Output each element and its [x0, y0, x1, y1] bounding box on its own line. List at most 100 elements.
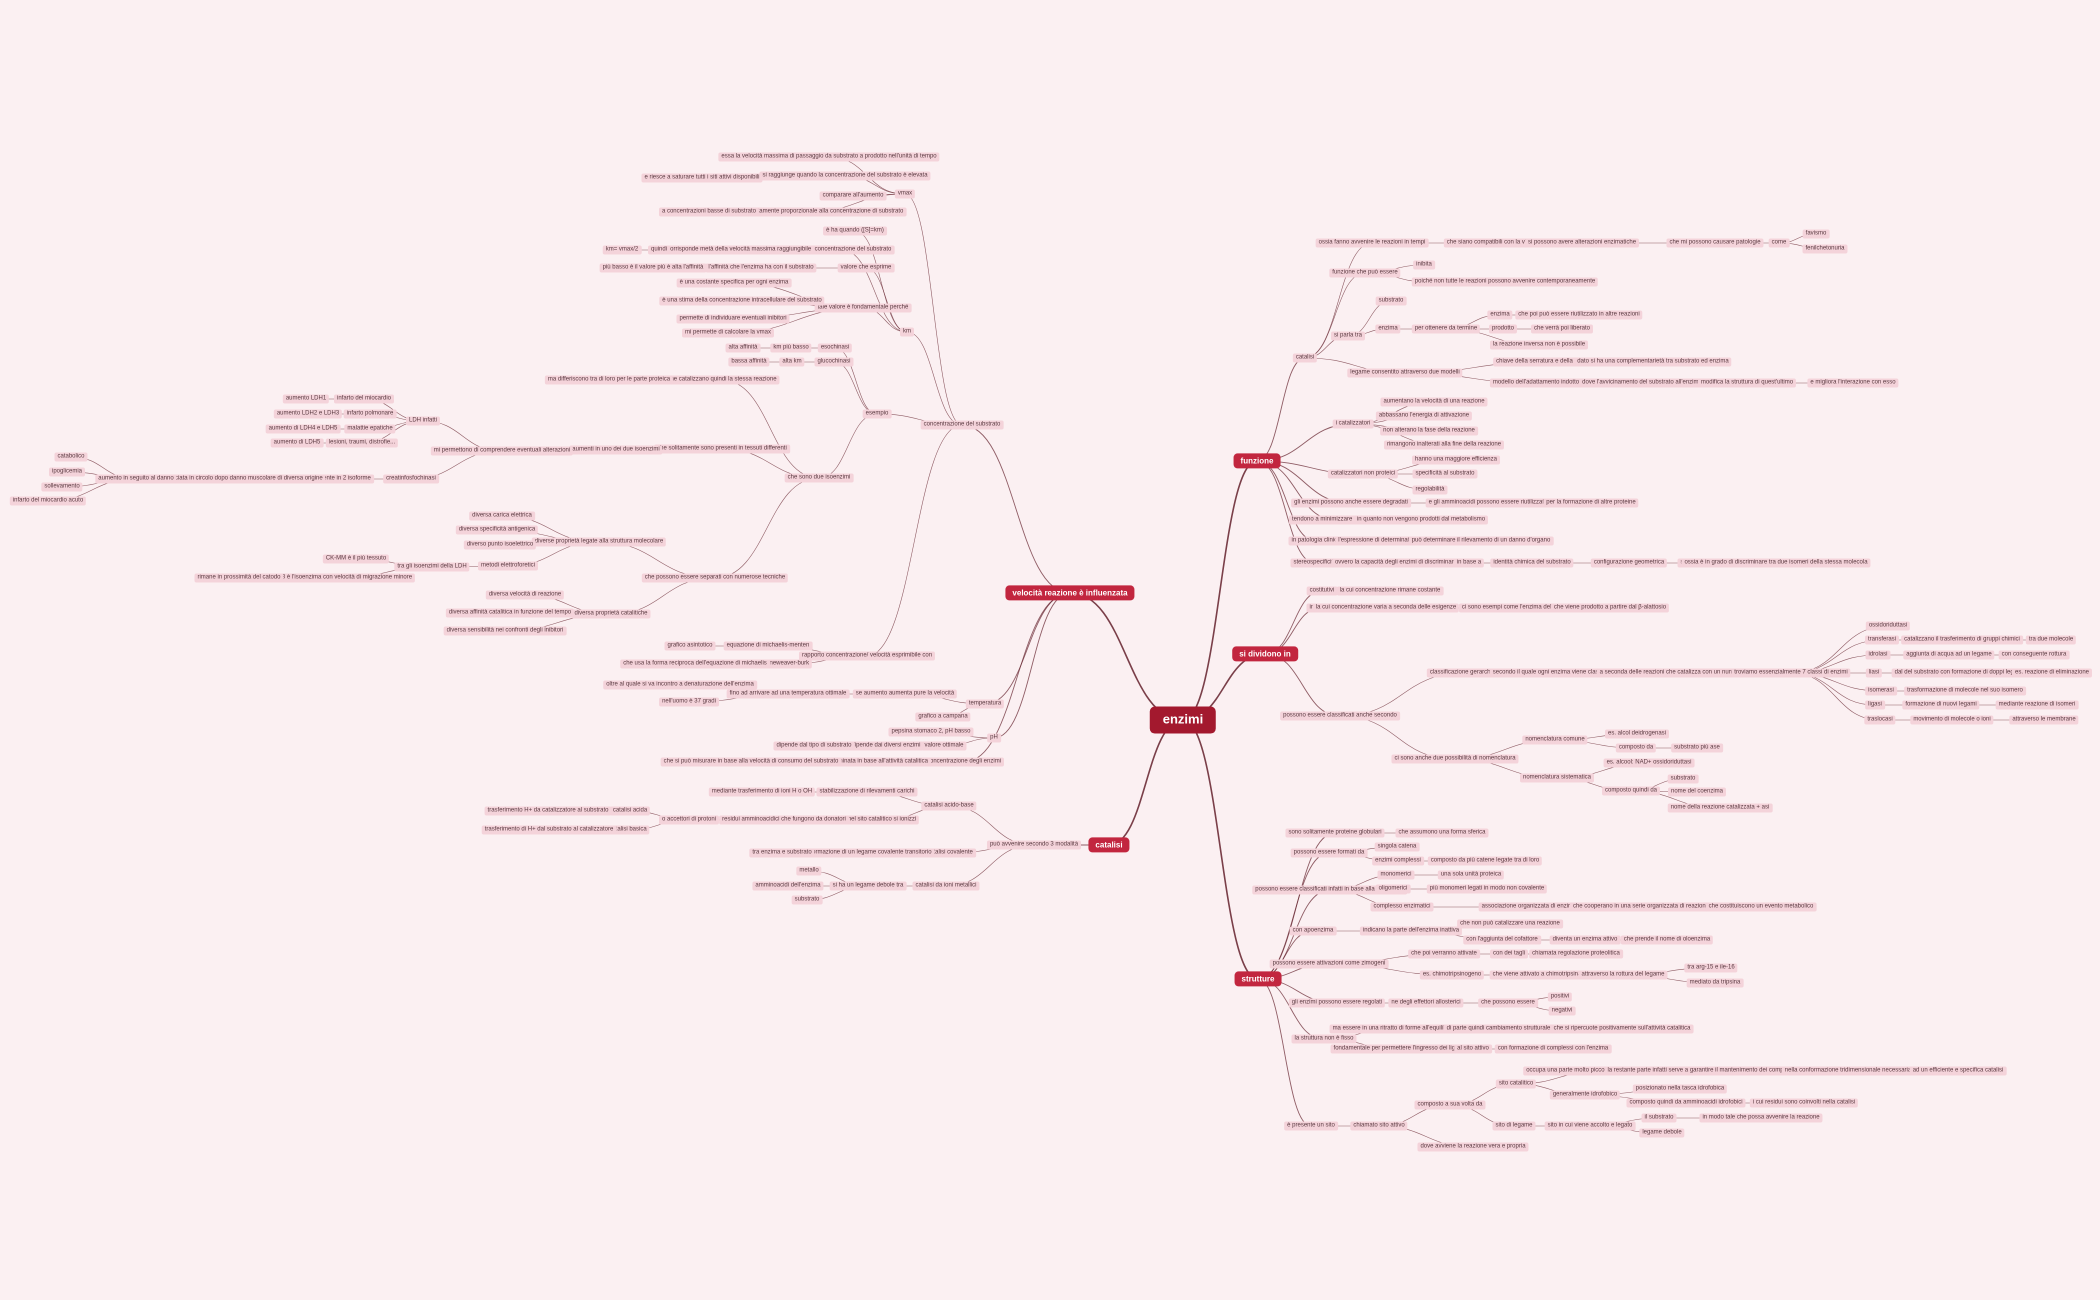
topic-node[interactable]: LDH infatti: [405, 416, 441, 426]
topic-node[interactable]: sono solitamente proteine globulari: [1285, 828, 1385, 838]
topic-node[interactable]: amminoacidi dell'enzima: [752, 881, 824, 891]
topic-node[interactable]: si raggiunge quando la concentrazione de…: [759, 171, 931, 181]
topic-node[interactable]: nell'uomo è 37 gradi: [659, 697, 719, 707]
topic-node[interactable]: diversa affinità catalitica in funzione …: [445, 608, 575, 618]
topic-node[interactable]: esochinasi: [817, 343, 853, 353]
topic-node[interactable]: modello dell'adattamento indotto: [1489, 378, 1583, 388]
topic-node[interactable]: ma differiscono tra di loro per le parte…: [544, 375, 674, 385]
topic-node[interactable]: attraverso le membrane: [2009, 715, 2079, 725]
topic-node[interactable]: è ha quando ([S]=km): [823, 226, 887, 236]
topic-node[interactable]: catalisi acido-base: [921, 801, 977, 811]
topic-node[interactable]: km: [900, 327, 914, 337]
topic-node[interactable]: i catalizzatori: [1332, 419, 1374, 429]
topic-node[interactable]: infarto del miocardio acuto: [9, 496, 87, 506]
topic-node[interactable]: chiave della serratura e della chiave: [1493, 357, 1595, 367]
topic-node[interactable]: per ottenere da termine: [1411, 324, 1481, 334]
topic-node[interactable]: regolabilità: [1412, 485, 1448, 495]
topic-node[interactable]: fenilchetonuria: [1802, 244, 1848, 254]
topic-node[interactable]: che poi può essere riutilizzato in altre…: [1515, 310, 1643, 320]
topic-node[interactable]: grafico asintotico: [664, 641, 716, 651]
topic-node[interactable]: quindi: [647, 245, 671, 255]
topic-node[interactable]: CK-MB è l'isoenzima con velocità di migr…: [262, 573, 416, 583]
topic-node[interactable]: possono essere classificati infatti in b…: [1252, 885, 1408, 895]
topic-node[interactable]: tra arg-15 e ile-16: [1684, 963, 1738, 973]
topic-node[interactable]: che mi possono causare patologie: [1666, 238, 1764, 248]
topic-node[interactable]: enzima: [1487, 310, 1513, 320]
topic-node[interactable]: diversa proprietà catalitiche: [571, 609, 651, 619]
topic-node[interactable]: modifica la struttura di quest'ultimo: [1697, 378, 1797, 388]
branch-topic-b_cat[interactable]: catalisi: [1088, 837, 1130, 853]
topic-node[interactable]: mi permette di calcolare la vmax: [681, 328, 775, 338]
topic-node[interactable]: trasferimento di H+ dal substrato al cat…: [481, 825, 617, 835]
topic-node[interactable]: posizionato nella tasca idrofobica: [1632, 1084, 1728, 1094]
topic-node[interactable]: abbassano l'energia di attivazione: [1375, 411, 1473, 421]
topic-node[interactable]: isomerasi: [1865, 686, 1897, 696]
topic-node[interactable]: fondamentale per permettere l'ingresso d…: [1330, 1044, 1470, 1054]
topic-node[interactable]: alta affinità: [725, 343, 761, 353]
topic-node[interactable]: aumento di LDH5: [270, 438, 324, 448]
topic-node[interactable]: aumento di LDH4 e LDH5: [265, 424, 341, 434]
topic-node[interactable]: a concentrazioni basse di substrato: [658, 207, 760, 217]
topic-node[interactable]: es. chimotripsinogeno: [1419, 970, 1485, 980]
topic-node[interactable]: a cui corrisponde metà della velocità ma…: [649, 245, 815, 255]
topic-node[interactable]: una sola unità proteica: [1437, 870, 1505, 880]
topic-node[interactable]: rapporto concentrazione/ velocità esprim…: [798, 651, 936, 661]
topic-node[interactable]: formazione di nuovi legami: [1902, 700, 1980, 710]
topic-node[interactable]: che si può misurare in base alla velocit…: [660, 757, 842, 767]
topic-node[interactable]: dipende dai diversi enzimi: [848, 741, 924, 751]
topic-node[interactable]: viene determinata in base all'attività c…: [805, 757, 931, 767]
topic-node[interactable]: diverso punto isoelettrico: [463, 540, 537, 550]
topic-node[interactable]: dove avviene la reazione vera e propria: [1417, 1142, 1529, 1152]
topic-node[interactable]: occupa una parte molto piccola rispetto …: [1523, 1066, 1681, 1076]
topic-node[interactable]: malattie epatiche: [344, 424, 396, 434]
topic-node[interactable]: ligasi: [1865, 700, 1885, 710]
topic-node[interactable]: catabolico: [54, 452, 88, 462]
topic-node[interactable]: complesso enzimatici: [1370, 902, 1434, 912]
topic-node[interactable]: catalisi acida: [609, 806, 651, 816]
topic-node[interactable]: negativi: [1548, 1006, 1576, 1016]
topic-node[interactable]: comparare all'aumento: [819, 191, 887, 201]
topic-node[interactable]: con conseguente rottura: [1998, 650, 2070, 660]
topic-node[interactable]: con apoenzima: [1289, 926, 1337, 936]
topic-node[interactable]: ipoglicemia: [48, 467, 86, 477]
topic-node[interactable]: composto da: [1615, 743, 1657, 753]
topic-node[interactable]: nomenclatura sistematica: [1519, 773, 1595, 783]
topic-node[interactable]: con l'aggiunta del cofattore: [1463, 935, 1541, 945]
topic-node[interactable]: classificazione gerarchica: [1426, 668, 1502, 678]
topic-node[interactable]: la restante parte infatti serve a garant…: [1604, 1066, 1840, 1076]
topic-node[interactable]: sito di legame: [1492, 1121, 1536, 1131]
topic-node[interactable]: gli enzimi possono essere regolati: [1288, 998, 1386, 1008]
topic-node[interactable]: nome del coenzima: [1667, 787, 1727, 797]
topic-node[interactable]: legame consentito attraverso due modelli: [1347, 368, 1463, 378]
topic-node[interactable]: possono essere classificati anche second…: [1280, 711, 1400, 721]
topic-node[interactable]: liasi: [1865, 668, 1883, 678]
topic-node[interactable]: può avvenire secondo 3 modalità: [986, 840, 1082, 850]
topic-node[interactable]: aggiunta di acqua ad un legame: [1903, 650, 1995, 660]
topic-node[interactable]: in quanto non vengono prodotti dal metab…: [1353, 515, 1489, 525]
topic-node[interactable]: che si ripercuote positivamente sull'att…: [1550, 1024, 1694, 1034]
topic-node[interactable]: i cui residui sono coinvolti nella catal…: [1749, 1098, 1859, 1108]
topic-node[interactable]: che è presente in 2 isoforme: [292, 474, 374, 484]
topic-node[interactable]: la cui concentrazione varia a seconda de…: [1312, 603, 1460, 613]
topic-node[interactable]: es. alcol deidrogenasi: [1604, 729, 1670, 739]
topic-node[interactable]: es. alcool: NAD+ ossidoriduttasi: [1603, 758, 1695, 768]
topic-node[interactable]: hanno una maggiore efficienza: [1412, 455, 1500, 465]
topic-node[interactable]: se aumento aumenta pure la velocità: [852, 689, 958, 699]
topic-node[interactable]: a seconda delle reazioni che catalizza c…: [1596, 668, 1746, 678]
topic-node[interactable]: metodi elettroforetici: [477, 561, 539, 571]
topic-node[interactable]: catalizzatori non proteici: [1327, 469, 1399, 479]
topic-node[interactable]: formazione di un legame covalente transi…: [807, 848, 935, 858]
topic-node[interactable]: può determinare il rilevamento di un dan…: [1408, 536, 1554, 546]
topic-node[interactable]: in base a: [1453, 558, 1485, 568]
topic-node[interactable]: nel sito catalitico si ionizzi: [844, 815, 920, 825]
topic-node[interactable]: aumento LDH1: [282, 394, 330, 404]
topic-node[interactable]: la struttura non è fisso: [1291, 1034, 1357, 1044]
topic-node[interactable]: substrato più ase: [1671, 743, 1723, 753]
topic-node[interactable]: enzimi complessi: [1372, 856, 1424, 866]
topic-node[interactable]: sito catalitico: [1495, 1079, 1537, 1089]
topic-node[interactable]: valore che esprime: [837, 263, 895, 273]
topic-node[interactable]: e gli amminoacidi possono essere riutili…: [1425, 498, 1549, 508]
topic-node[interactable]: rimane in prossimità del catodo: [194, 573, 284, 583]
topic-node[interactable]: lineweaver-burk: [763, 659, 813, 669]
topic-node[interactable]: substrato: [791, 895, 823, 905]
